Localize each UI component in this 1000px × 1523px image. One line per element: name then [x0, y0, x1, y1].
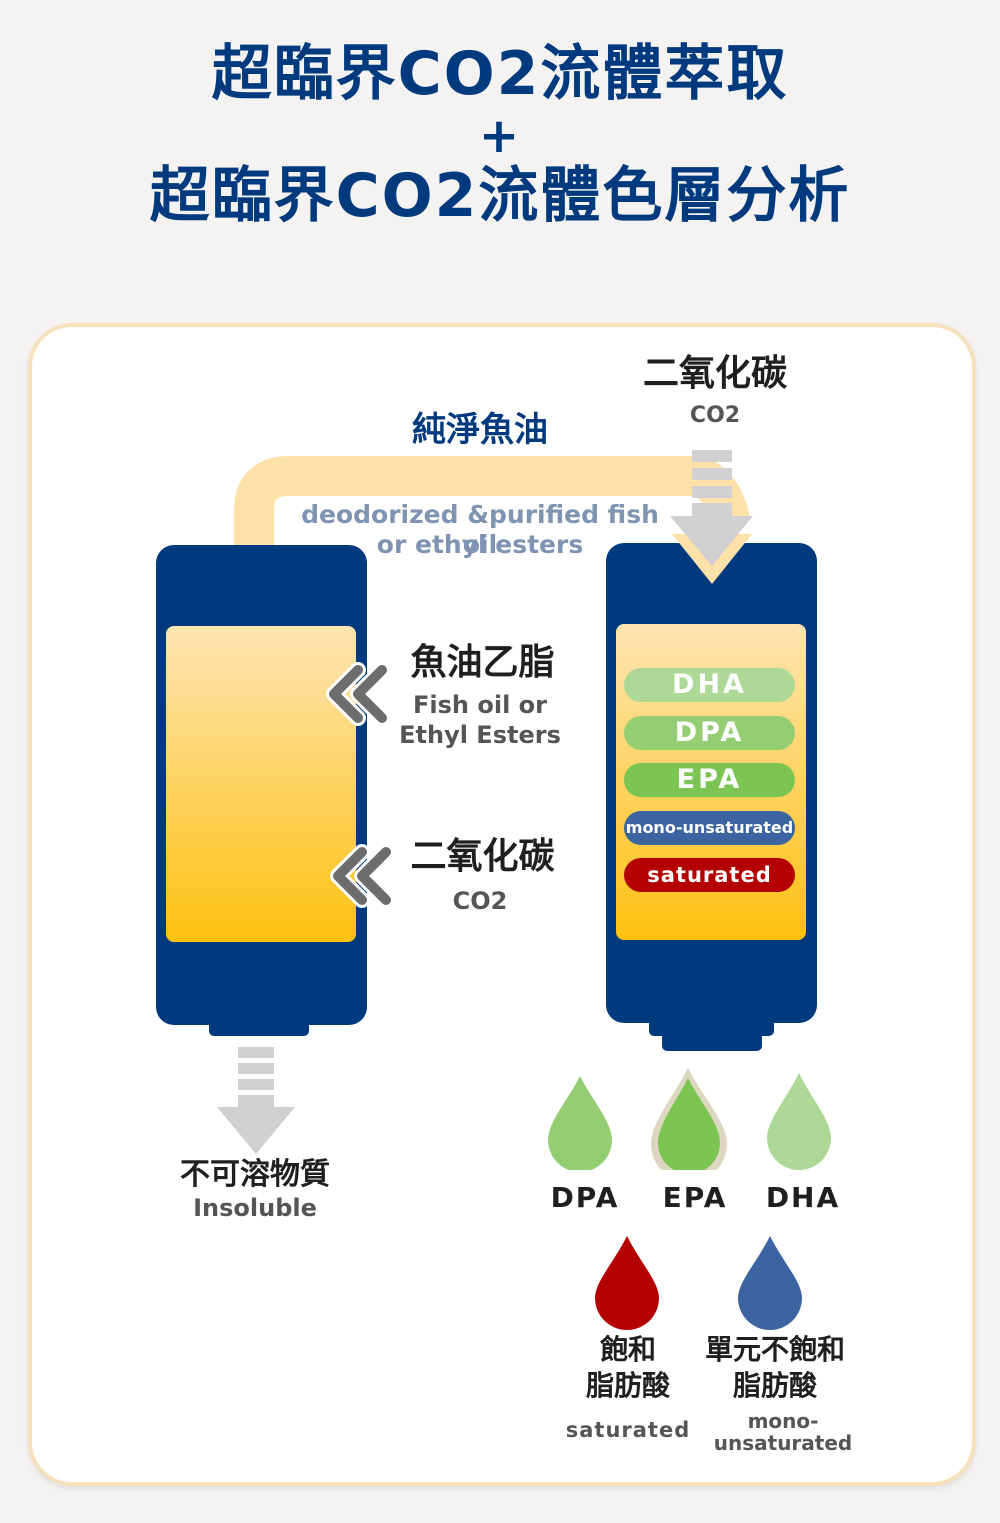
input-fish-oil-en-1: Fish oil or: [413, 691, 547, 719]
layer-pill-saturated: saturated: [624, 858, 795, 892]
drop-label-dha: DHA: [765, 1181, 841, 1214]
layer-pill-dha: DHA: [624, 668, 795, 702]
layer-pill-epa: EPA: [624, 763, 795, 797]
drop-label-dpa: DPA: [550, 1181, 620, 1214]
chromatography-column-outlet-1: [649, 1022, 774, 1036]
drop-epa-icon: [658, 1078, 720, 1170]
drop-saturated-icon: [595, 1236, 659, 1330]
title-plus: +: [478, 108, 522, 164]
arrow-dash-2: [238, 1063, 274, 1074]
input-co2-cn: 二氧化碳: [410, 836, 555, 877]
pipe-label-en-1: deodorized &purified fish oil: [301, 500, 659, 559]
top-co2-en: CO2: [689, 403, 741, 428]
arrow-shaft: [238, 1095, 274, 1109]
extraction-column-fill: [166, 626, 356, 942]
saturated-en: saturated: [565, 1418, 691, 1442]
title-line-2: 超臨界CO2流體色層分析: [149, 161, 851, 231]
mono-unsaturated-cn-1: 單元不飽和: [704, 1333, 845, 1366]
insoluble-en: Insoluble: [193, 1194, 317, 1222]
pipe-label-cn: 純淨魚油: [412, 410, 548, 450]
saturated-cn-1: 飽和: [599, 1333, 656, 1366]
drop-label-epa: EPA: [662, 1181, 728, 1214]
insoluble-cn: 不可溶物質: [180, 1157, 330, 1192]
drop-dha-icon: [767, 1073, 831, 1170]
input-chevron-co2: [330, 844, 394, 908]
chromatography-column-outlet-2: [662, 1035, 762, 1051]
arrow-down-icon: [217, 1107, 295, 1154]
input-co2-en: CO2: [452, 887, 508, 915]
mono-unsaturated-cn-2: 脂肪酸: [732, 1369, 817, 1402]
input-fish-oil-en-2: Ethyl Esters: [399, 721, 561, 749]
top-co2-cn: 二氧化碳: [642, 353, 787, 394]
drops-top: [548, 1068, 831, 1170]
title-line-1: 超臨界CO2流體萃取: [211, 39, 789, 109]
drop-mono-unsaturated-icon: [738, 1236, 802, 1330]
layer-pill-mono-unsaturated: mono-unsaturated: [624, 811, 795, 845]
arrow-dash-1: [238, 1047, 274, 1058]
mono-unsaturated-en-1: mono-: [747, 1409, 819, 1433]
drop-dpa-icon: [548, 1076, 612, 1170]
insoluble-arrow: [217, 1047, 295, 1154]
saturated-cn-2: 脂肪酸: [585, 1369, 670, 1402]
drops-bottom: [595, 1236, 802, 1330]
layer-pill-dpa: DPA: [624, 716, 795, 750]
mono-unsaturated-en-2: unsaturated: [713, 1431, 853, 1455]
extraction-column-outlet: [209, 1024, 309, 1036]
arrow-dash-3: [238, 1079, 274, 1090]
pipe-label-en-2: or ethyl esters: [376, 530, 584, 559]
input-fish-oil-cn: 魚油乙脂: [410, 642, 555, 683]
input-chevron-fish-oil: [326, 662, 390, 726]
